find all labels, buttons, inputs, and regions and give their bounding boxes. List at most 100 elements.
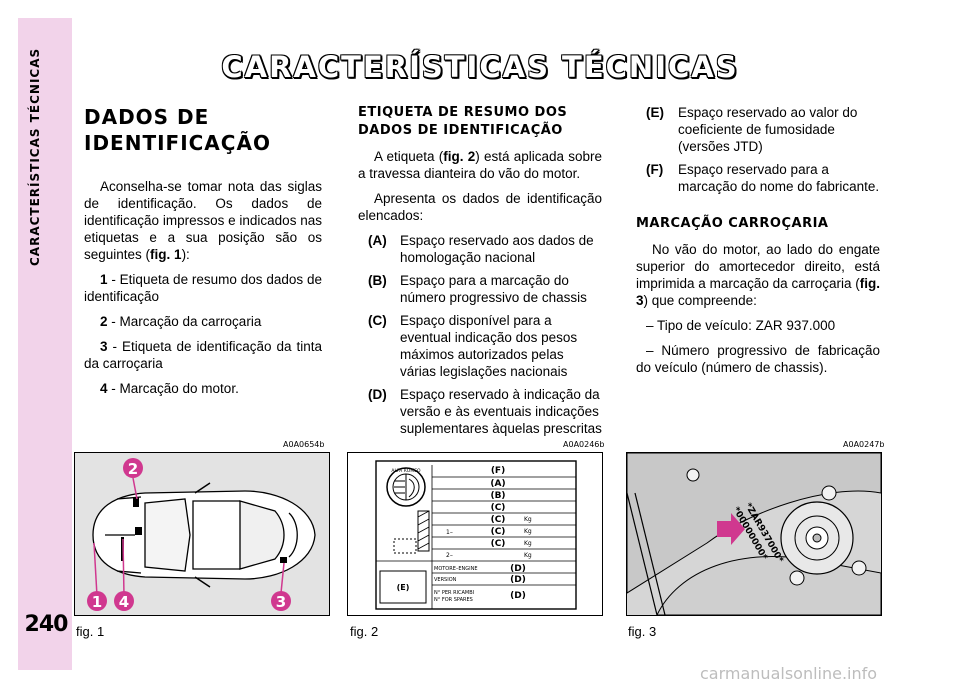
figure-caption: fig. 1: [76, 624, 105, 639]
car-outline: [92, 482, 316, 588]
heading-body-marking: MARCAÇÃO CARROÇARIA: [636, 216, 829, 231]
ricambi-label: N° PER RICAMBI: [434, 590, 474, 596]
kg-label: Kg: [524, 552, 532, 559]
item-label: (B): [368, 273, 387, 288]
item-text: Espaço para a marcação do número progres…: [400, 273, 587, 305]
column-body-marking: (E) Espaço reservado ao valor do coeficie…: [636, 104, 880, 384]
row-code: (B): [490, 491, 505, 501]
text: A etiqueta (: [374, 149, 444, 164]
figure-code: A0A0247b: [843, 440, 885, 449]
item-text: Espaço reservado para a marcação do nome…: [678, 162, 880, 194]
item-text: - Etiqueta de identificação da tinta da …: [84, 339, 322, 371]
fig-ref: fig. 2: [443, 149, 476, 164]
figure-id-label: ALFA ROMEO (F) (A) (B) (C) (C) (C): [347, 452, 603, 616]
list-item: (B) Espaço para a marcação do número prog…: [358, 272, 602, 306]
label-codes: (F) (A) (B) (C) (C) (C) (C) (D) (D) (D): [490, 466, 525, 601]
fig-ref: fig. 3: [636, 276, 880, 308]
figure-code: A0A0246b: [563, 440, 605, 449]
list-item: (D) Espaço reservado à indicação da versã…: [358, 386, 602, 437]
heading-label-summary: ETIQUETA DE RESUMO DOS DADOS DE IDENTIFI…: [358, 105, 568, 138]
item-label: (F): [646, 162, 664, 177]
heading-line-2: IDENTIFICAÇÃO: [84, 131, 271, 155]
item-label: (A): [368, 233, 387, 248]
label-rows: [376, 465, 576, 609]
section-label: CARACTERÍSTICAS TÉCNICAS: [28, 48, 42, 267]
row-number: 1–: [446, 529, 453, 536]
list-item: (A) Espaço reservado aos dados de homolog…: [358, 232, 602, 266]
item-text: - Etiqueta de resumo dos dados de identi…: [84, 272, 322, 304]
figure-body-marking: *ZAR937000* *00000000*: [626, 452, 882, 616]
kg-label: Kg: [524, 516, 532, 523]
column-label-summary: ETIQUETA DE RESUMO DOS DADOS DE IDENTIFI…: [358, 104, 602, 443]
row-code: (C): [491, 539, 506, 549]
dash-item: – Número progressivo de fabricação do ve…: [636, 343, 880, 375]
bolts: [686, 468, 867, 586]
row-code: (A): [490, 479, 505, 489]
marker-2: 2: [123, 458, 143, 478]
list-item: (C) Espaço disponível para a eventual ind…: [358, 312, 602, 380]
heading-line-1: DADOS DE: [84, 105, 210, 129]
marker-1: 1: [87, 591, 107, 611]
row-code: (C): [491, 515, 506, 525]
list-item: 2 - Marcação da carroçaria: [84, 313, 322, 330]
page-title: CARACTERÍSTICAS TÉCNICAS: [221, 50, 739, 84]
item-number: 3: [100, 339, 108, 354]
kg-label: Kg: [524, 528, 532, 535]
page-number: 240: [24, 612, 69, 637]
kg-label: Kg: [524, 540, 532, 547]
item-text: Espaço reservado ao valor do coeficiente…: [678, 105, 858, 154]
item-label: (C): [368, 313, 387, 328]
paragraph: A etiqueta (fig. 2) está aplicada sobre …: [358, 148, 602, 182]
item-label: (D): [368, 387, 387, 402]
version-label: VERSION: [434, 577, 457, 583]
intro-text: Aconselha-se tomar nota das siglas de id…: [84, 179, 322, 262]
marker-label: 3: [276, 593, 286, 611]
list-item: 1 - Etiqueta de resumo dos dados de iden…: [84, 271, 322, 305]
item-number: 4: [100, 381, 108, 396]
paragraph: Apresenta os dados de identificação elen…: [358, 191, 602, 223]
item-text: Espaço disponível para a eventual indica…: [400, 313, 578, 379]
dash-item: – Tipo de veículo: ZAR 937.000: [646, 318, 836, 333]
row-code: (F): [491, 466, 505, 476]
marker-label: 4: [119, 593, 129, 611]
item-number: 1: [100, 272, 108, 287]
item-text: Espaço reservado à indicação da versão e…: [400, 387, 602, 436]
marker-label: 2: [128, 460, 138, 478]
text: ) que compreende:: [643, 293, 757, 308]
item-number: 2: [100, 314, 108, 329]
e-box: (E): [397, 583, 410, 592]
fig-ref: fig. 1: [150, 247, 182, 262]
marker-3: 3: [271, 591, 291, 611]
intro-end: ):: [181, 247, 190, 262]
item-label: (E): [646, 105, 664, 120]
figure-car-topview: 2 1 4 3: [74, 452, 330, 616]
marker-4: 4: [114, 591, 134, 611]
watermark: carmanualsonline.info: [700, 664, 878, 683]
strut-mount: [780, 501, 854, 575]
row-code: (D): [510, 564, 526, 574]
kg-labels: Kg Kg Kg Kg 1– 2–: [446, 516, 532, 559]
intro-paragraph: Aconselha-se tomar nota das siglas de id…: [84, 178, 322, 263]
figure-caption: fig. 2: [350, 624, 379, 639]
text: ) está aplicada sobre a travessa diantei…: [358, 149, 602, 181]
marker-label: 1: [92, 593, 102, 611]
engine-labels: MOTORE–ENGINE VERSION N° PER RICAMBI N° …: [434, 566, 478, 603]
hatch-box: [417, 510, 430, 552]
logo-text: ALFA ROMEO: [391, 468, 421, 474]
list-item: 3 - Etiqueta de identificação da tinta d…: [84, 338, 322, 372]
list-item: (E) Espaço reservado ao valor do coeficie…: [636, 104, 880, 155]
item-text: Espaço reservado aos dados de homologaçã…: [400, 233, 594, 265]
item-text: - Marcação da carroçaria: [107, 314, 262, 329]
row-code: (C): [491, 527, 506, 537]
arrow-icon: [717, 513, 745, 545]
figure-code: A0A0654b: [283, 440, 325, 449]
paragraph: No vão do motor, ao lado do engate super…: [636, 241, 880, 309]
list-item: (F) Espaço reservado para a marcação do n…: [636, 161, 880, 195]
row-code: (C): [491, 503, 506, 513]
marker-pointers: [93, 477, 285, 597]
item-text: - Marcação do motor.: [107, 381, 239, 396]
column-identification: DADOS DE IDENTIFICAÇÃO Aconselha-se toma…: [84, 104, 322, 405]
motore-label: MOTORE–ENGINE: [434, 566, 478, 572]
heading-identification: DADOS DE IDENTIFICAÇÃO: [84, 104, 322, 156]
row-code: (D): [510, 591, 526, 601]
